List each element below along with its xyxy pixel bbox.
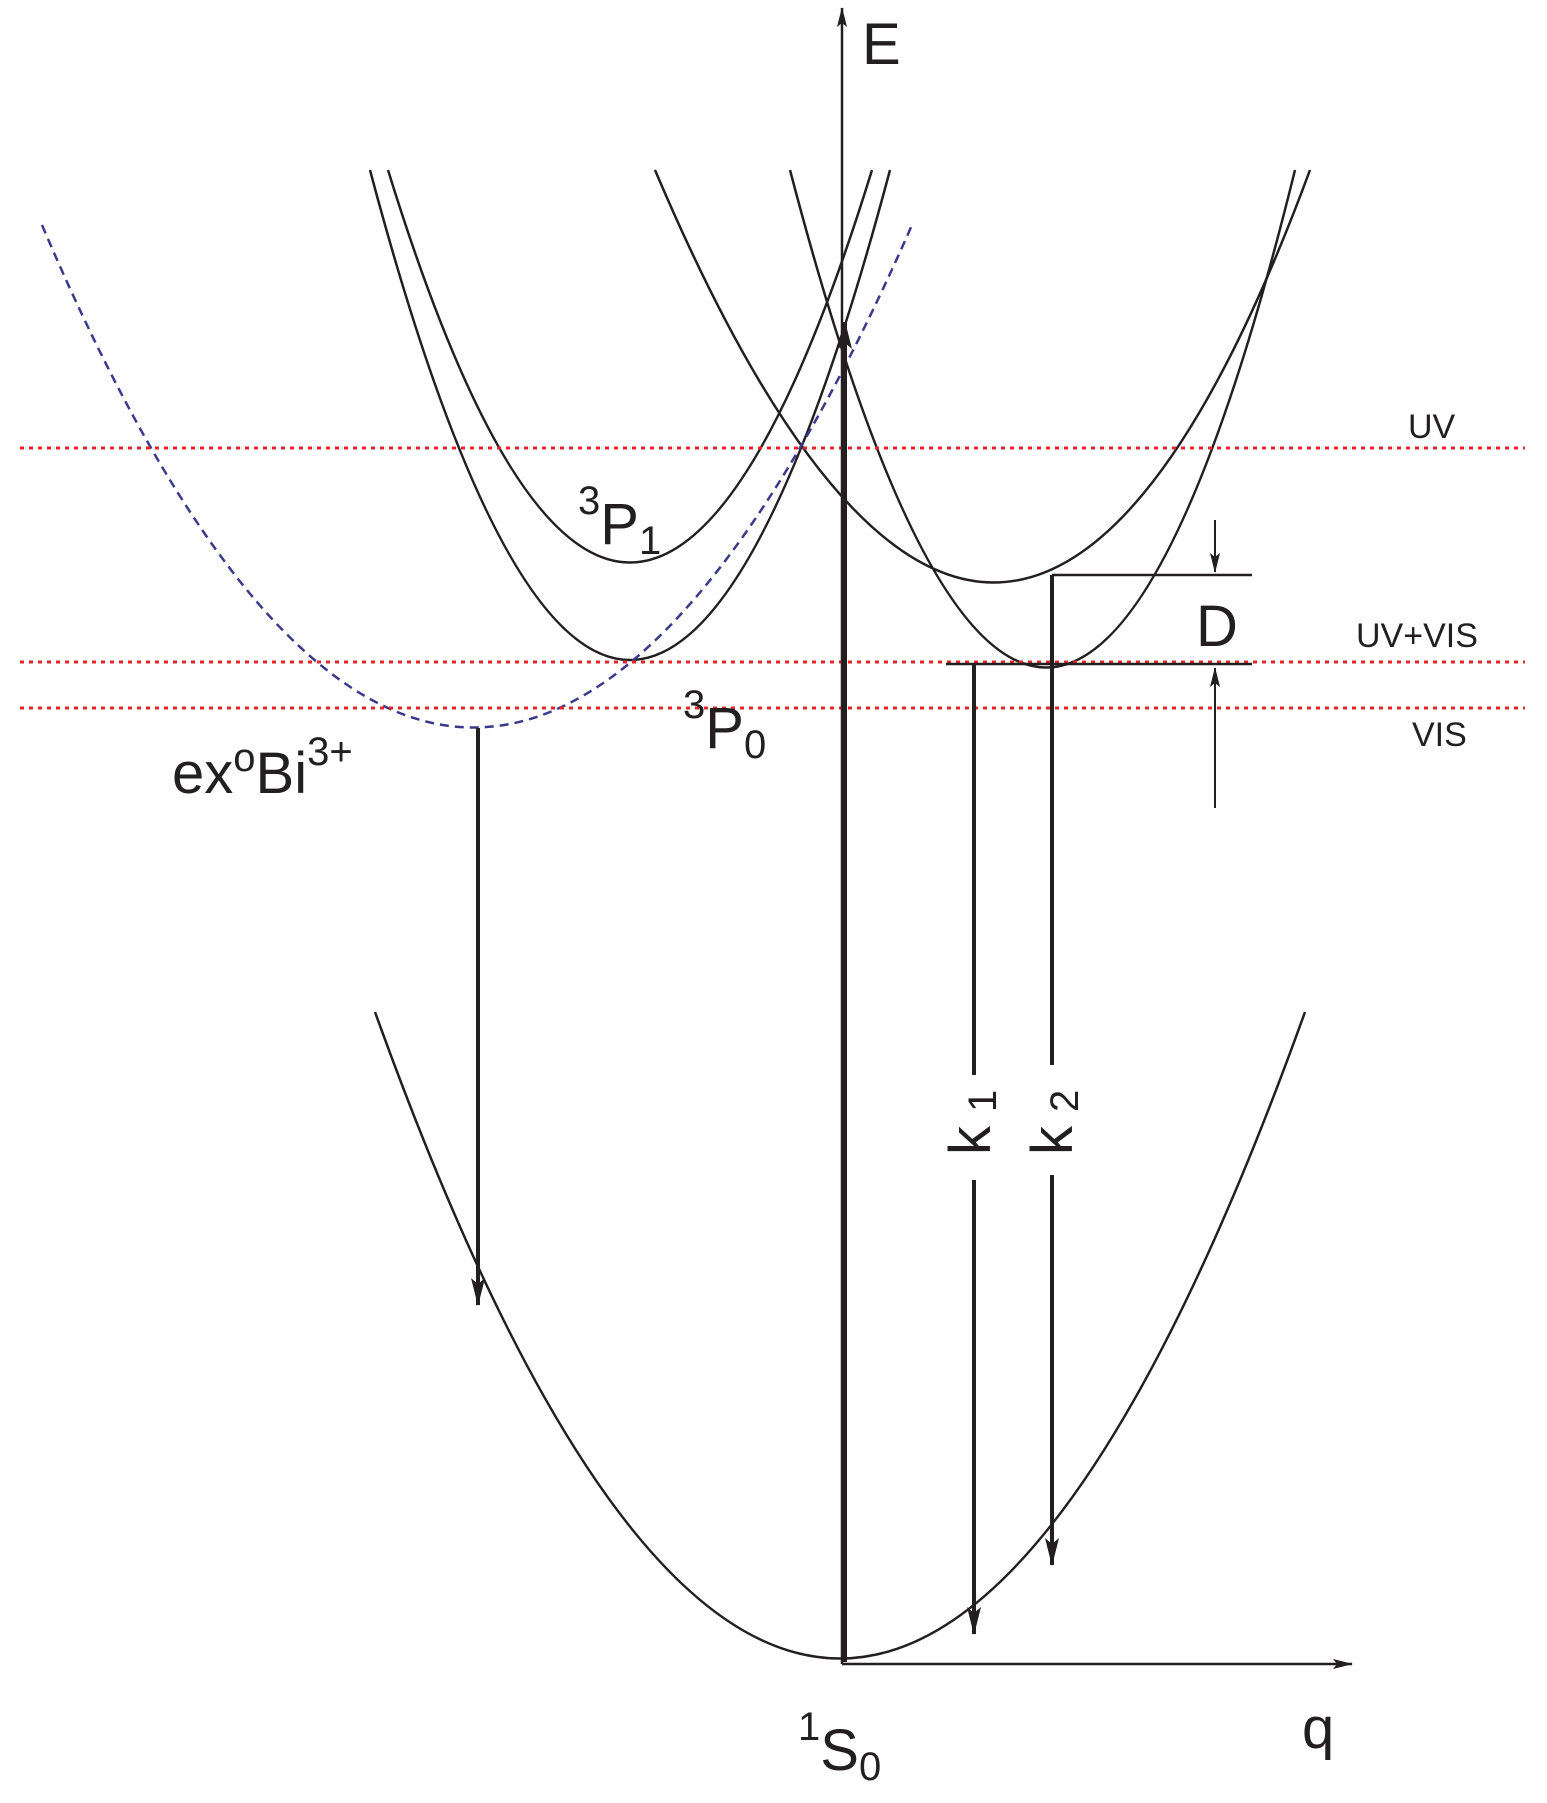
k1-label: k1 xyxy=(938,1090,1005,1155)
ground-state-label: 1S0 xyxy=(798,1705,881,1789)
excited-left-outer-curve xyxy=(368,169,892,662)
svg-text:k1: k1 xyxy=(938,1090,1005,1155)
svg-text:k2: k2 xyxy=(1020,1090,1087,1155)
energy-axis-label: E xyxy=(862,12,901,77)
gap-label: D xyxy=(1196,594,1238,659)
uv-level-label: UV xyxy=(1408,408,1456,446)
exciton-curve xyxy=(40,224,914,729)
excited-right-inner-curve xyxy=(788,169,1297,669)
vis-level-label: VIS xyxy=(1412,716,1467,754)
excited-left-inner-curve xyxy=(386,169,874,564)
p1-state-label: 3P1 xyxy=(578,479,661,563)
exciton-state-label: exoBi3+ xyxy=(172,730,353,806)
ground-state-curve xyxy=(373,1011,1307,1660)
uv-vis-level-label: UV+VIS xyxy=(1356,617,1478,655)
k2-label: k2 xyxy=(1020,1090,1087,1155)
excited-right-outer-curve xyxy=(653,169,1312,584)
coordinate-axis-label: q xyxy=(1302,1696,1334,1761)
p0-state-label: 3P0 xyxy=(683,683,766,767)
